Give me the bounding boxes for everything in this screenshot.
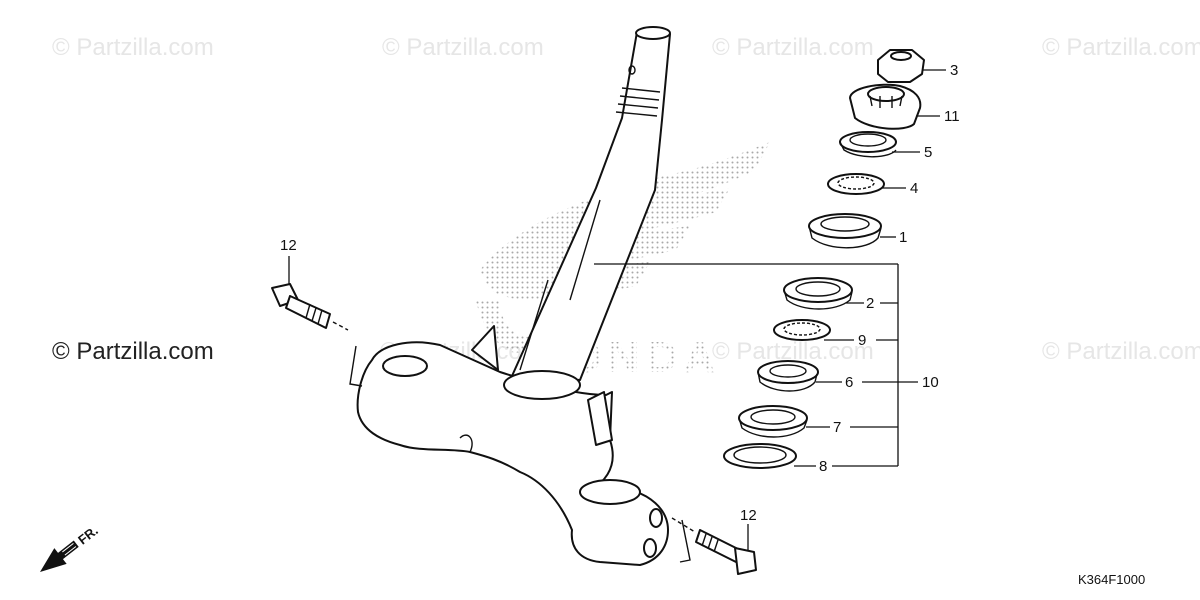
bolt-left [271,283,349,331]
washer-8 [723,443,797,469]
watermark-text: © Partzilla.com [1042,338,1200,365]
steering-stem [511,26,671,381]
callout-9: 9 [858,332,866,349]
bolt-right [671,517,757,575]
ball-race-9 [773,319,831,341]
callout-6: 6 [845,374,853,391]
bottom-cone-race-6 [757,360,819,392]
watermark-main: © Partzilla.com [52,338,214,365]
stem-nut-3 [877,49,925,83]
lock-nut-11 [849,83,922,130]
callout-4: 4 [910,180,918,197]
callout-2: 2 [866,295,874,312]
front-direction-label: FR. [75,523,101,548]
callout-8: 8 [819,458,827,475]
callout-12-left: 12 [280,237,297,254]
ball-race-4 [827,173,885,195]
callout-5: 5 [924,144,932,161]
watermark-text: © Partzilla.com [52,34,214,61]
diagram-code: K364F1000 [1078,572,1146,587]
dust-seal-7 [738,405,808,438]
callout-7: 7 [833,419,841,436]
callout-10: 10 [922,374,939,391]
watermark-text: © Partzilla.com [382,34,544,61]
callout-11: 11 [944,108,960,125]
callout-12-right: 12 [740,507,757,524]
ball-race-2 [783,277,853,310]
front-direction-arrow: FR. [40,523,101,572]
callout-3: 3 [950,62,958,79]
watermark-text: © Partzilla.com [1042,34,1200,61]
callout-1: 1 [899,229,907,246]
watermark-text: © Partzilla.com [712,34,874,61]
steering-stem-bracket [349,325,691,566]
dust-seal-5 [839,131,897,158]
leader-lines [288,69,946,550]
top-cone-race-1 [808,213,882,249]
